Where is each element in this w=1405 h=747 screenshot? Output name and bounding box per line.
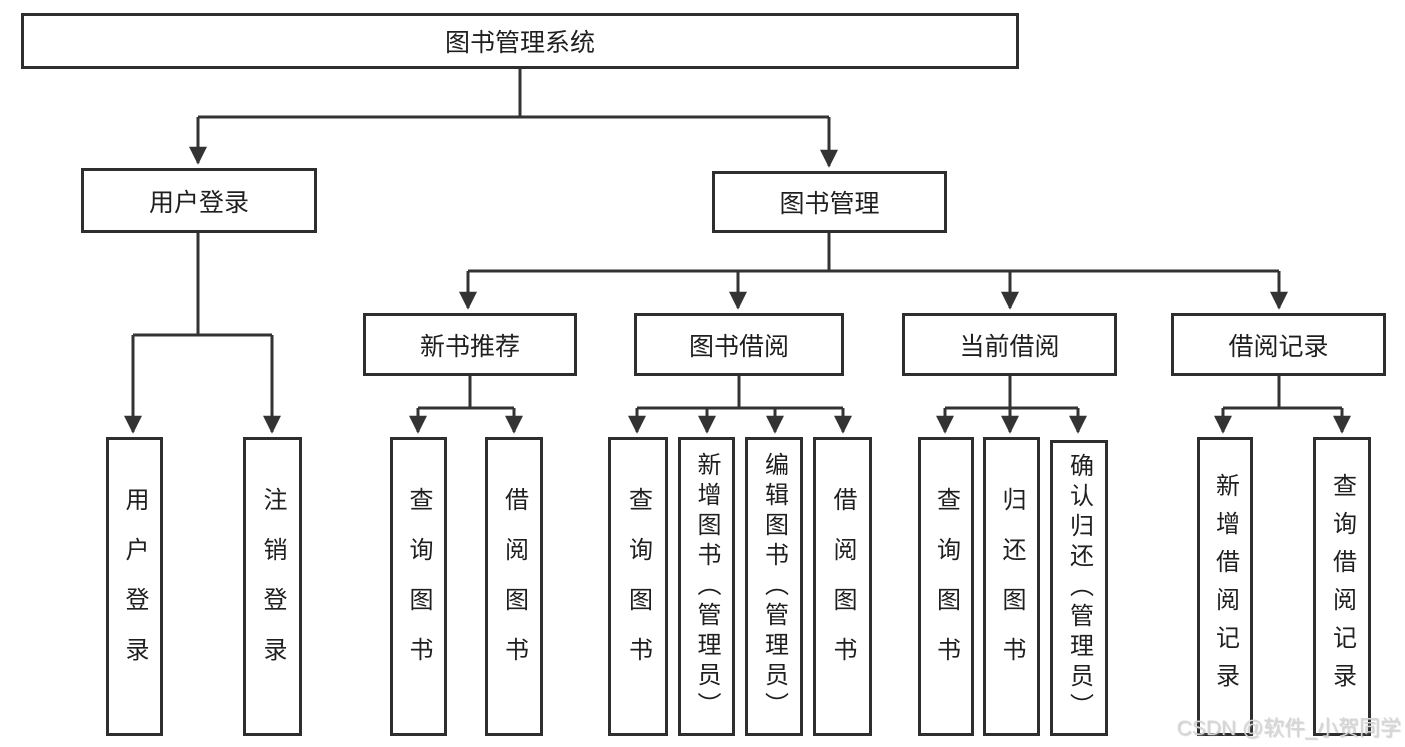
- leaf-edit-book-admin: 编辑图书（管理员）: [745, 437, 803, 736]
- node-user-login: 用户登录: [81, 168, 317, 233]
- node-book-management: 图书管理: [712, 171, 947, 233]
- leaf-borrow-books: 借阅图书: [813, 437, 872, 736]
- node-root-system: 图书管理系统: [21, 13, 1019, 69]
- leaf-logout: 注销登录: [243, 437, 302, 736]
- leaf-return-book: 归还图书: [983, 437, 1040, 736]
- leaf-add-book-admin: 新增图书（管理员）: [678, 437, 735, 736]
- leaf-query-borrow-record: 查询借阅记录: [1313, 437, 1371, 736]
- node-borrow-records: 借阅记录: [1171, 313, 1386, 376]
- leaf-query-books-current: 查询图书: [918, 437, 974, 736]
- node-new-book-recommend: 新书推荐: [363, 313, 577, 376]
- leaf-confirm-return-admin: 确认归还（管理员）: [1050, 440, 1108, 736]
- node-book-borrow: 图书借阅: [634, 313, 844, 376]
- leaf-query-books-borrow: 查询图书: [608, 437, 668, 736]
- leaf-query-books-recommend: 查询图书: [390, 437, 447, 736]
- leaf-user-login: 用户登录: [106, 437, 163, 736]
- leaf-borrow-books-recommend: 借阅图书: [485, 437, 543, 736]
- leaf-add-borrow-record: 新增借阅记录: [1197, 437, 1253, 736]
- node-current-borrow: 当前借阅: [902, 313, 1117, 376]
- watermark: CSDN @软件_小贺同学: [1176, 717, 1401, 740]
